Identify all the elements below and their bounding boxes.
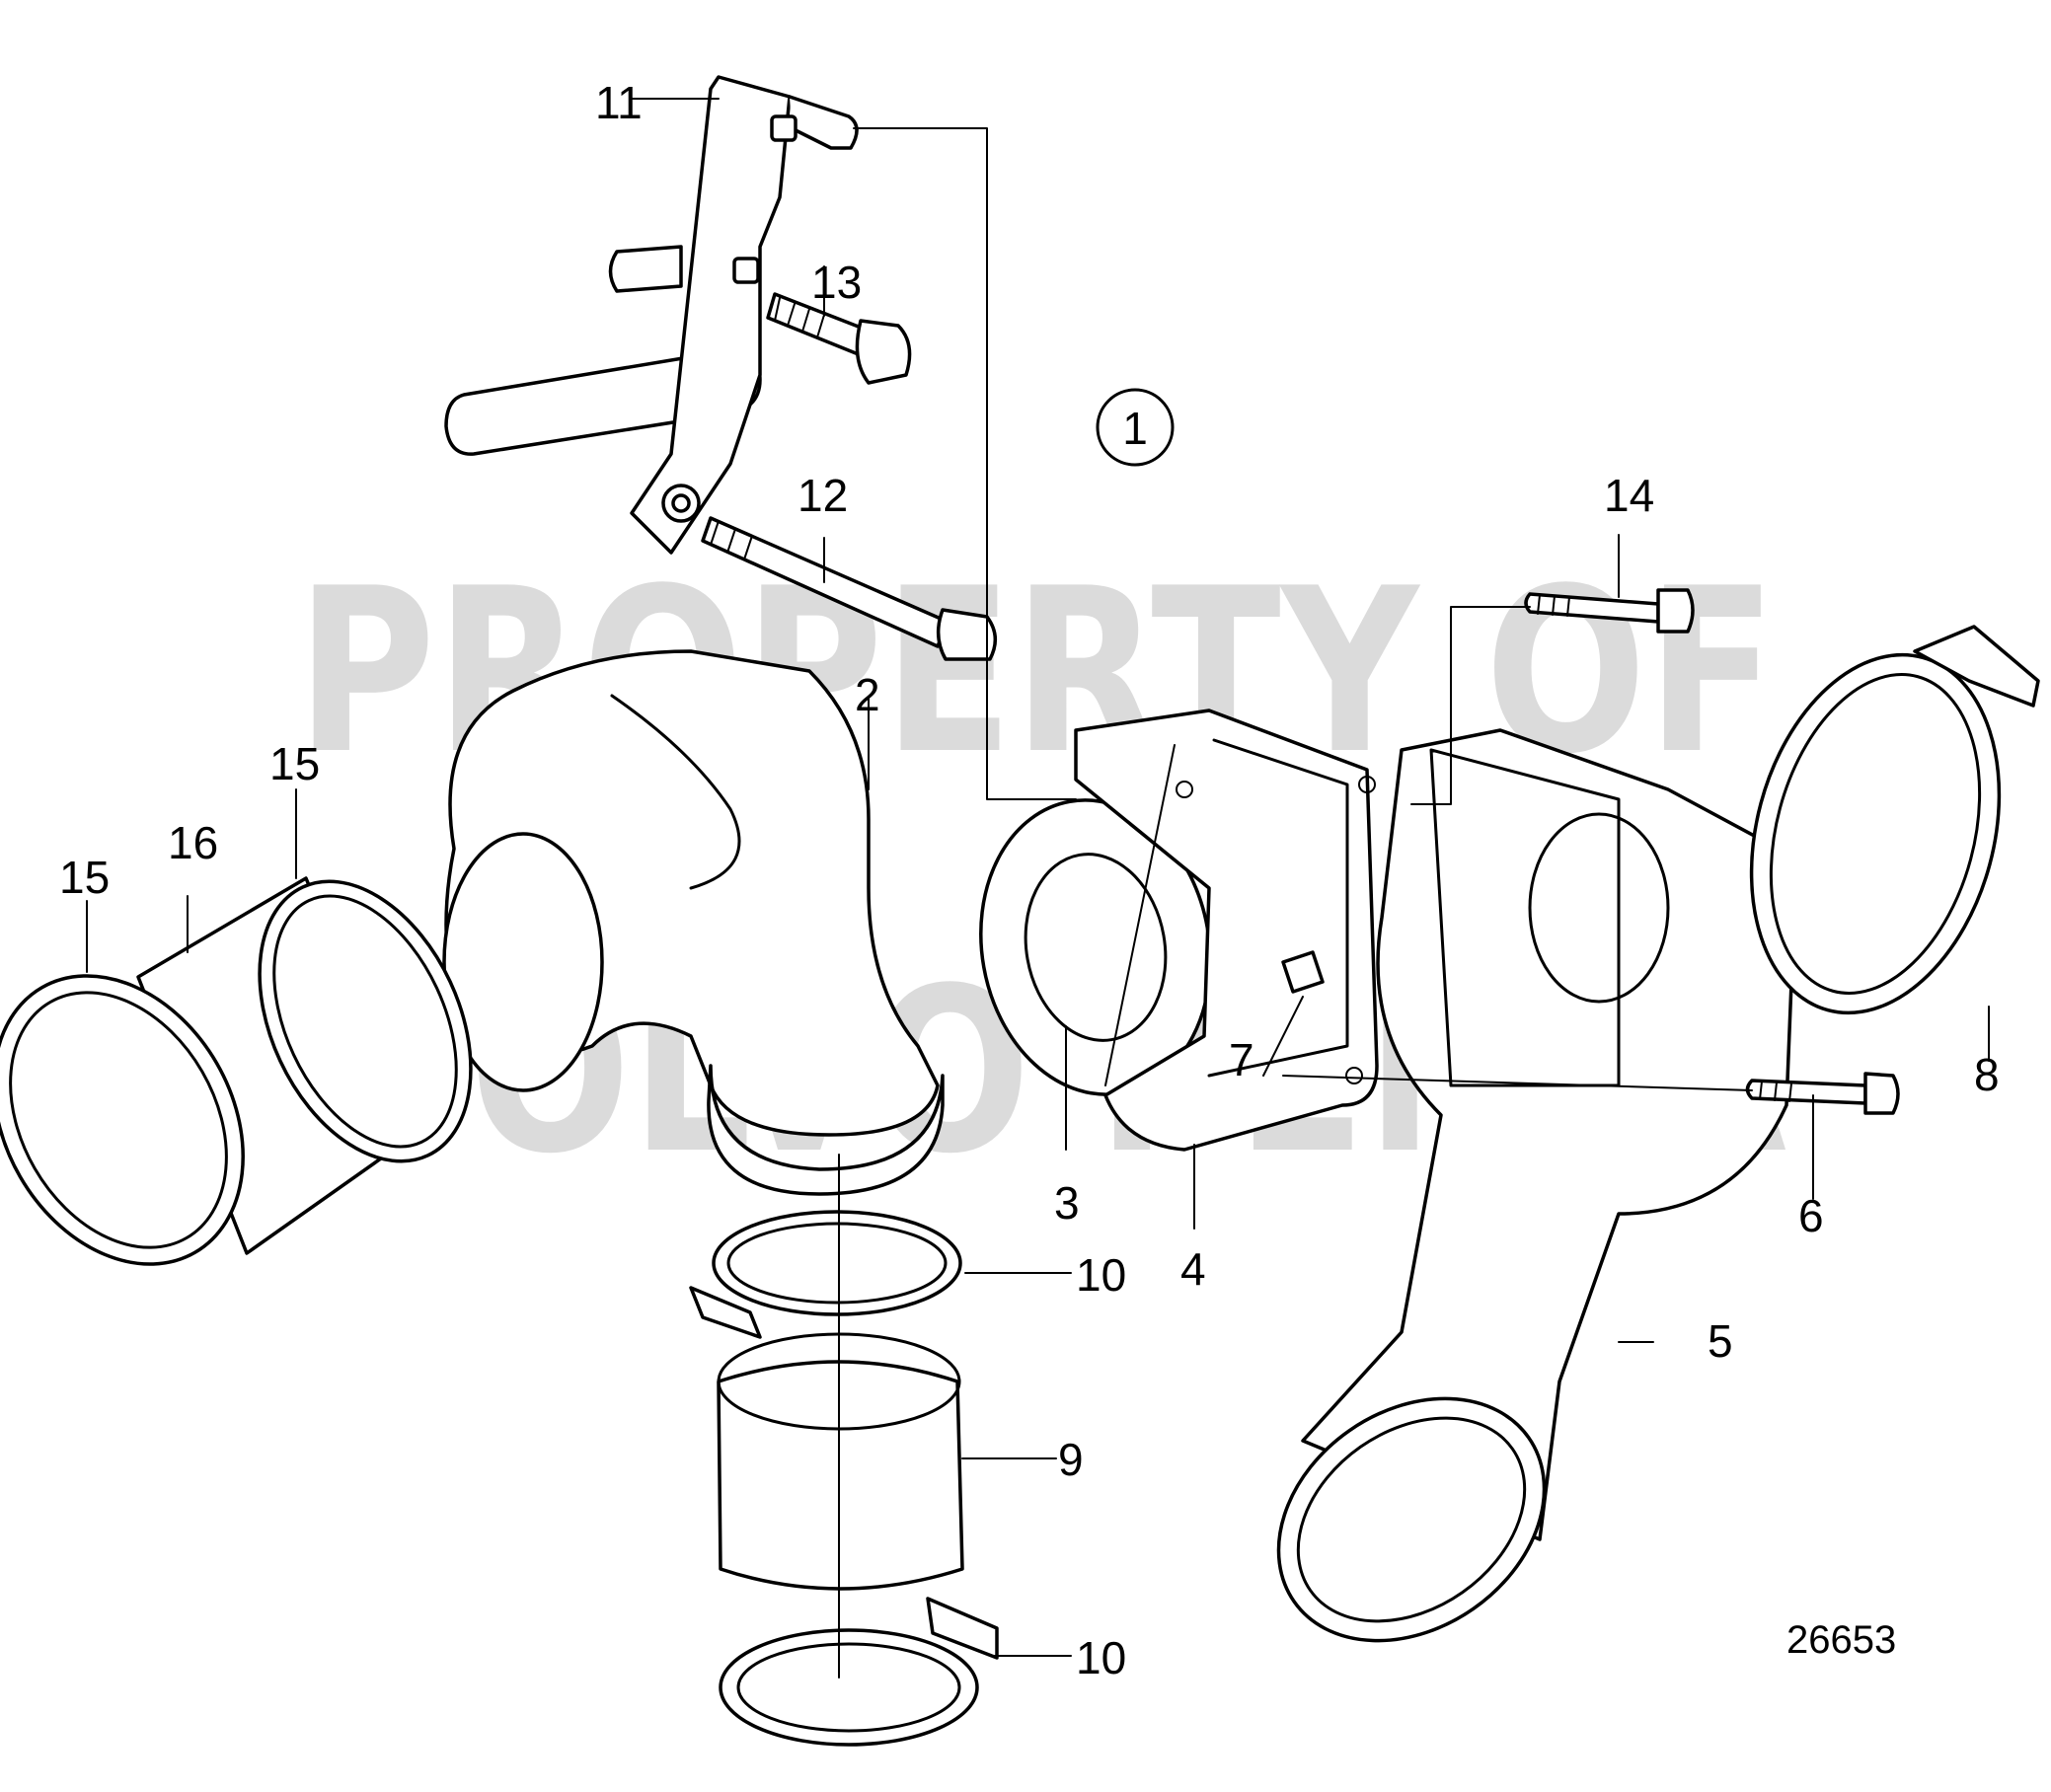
callout-label: 16 <box>168 817 218 868</box>
part-8-vband-clamp <box>1749 625 2040 1015</box>
group-marker: 1 <box>1096 388 1175 467</box>
part-15-clamp-right <box>258 879 473 1163</box>
callout-label: 9 <box>1058 1434 1084 1485</box>
callout-label: 2 <box>855 669 880 720</box>
part-10-clamp-lower <box>719 1597 999 1747</box>
part-14-bolt <box>1524 588 1695 634</box>
callout-label: 13 <box>811 257 862 308</box>
part-9-hose <box>717 1332 964 1591</box>
part-7-plug <box>1281 950 1325 994</box>
part-2-elbow <box>442 649 945 1196</box>
callout-label: 10 <box>1076 1632 1126 1683</box>
part-6-bolt <box>1745 1072 1900 1115</box>
callout-label: 11 <box>595 77 643 128</box>
part-10-clamp-upper <box>689 1210 962 1339</box>
part-5-outlet-pipe <box>1276 728 1798 1643</box>
part-11-bracket <box>444 75 859 555</box>
callout-label: 3 <box>1054 1177 1080 1229</box>
callout-labels: 11 13 12 14 2 15 16 15 3 4 7 5 6 8 10 9 … <box>59 77 2000 1683</box>
callout-label: 7 <box>1229 1034 1254 1085</box>
callout-label: 14 <box>1604 470 1654 521</box>
callout-label: 5 <box>1708 1315 1733 1367</box>
group-marker-label: 1 <box>1122 403 1148 454</box>
callout-label: 10 <box>1076 1249 1126 1301</box>
callout-label: 15 <box>59 852 110 903</box>
callout-label: 8 <box>1974 1049 2000 1100</box>
leader-lines <box>86 98 1990 1679</box>
part-4-gasket <box>1074 709 1379 1152</box>
callout-label: 15 <box>269 738 320 789</box>
part-13-bolt <box>766 292 912 385</box>
part-15-clamp-left <box>0 974 245 1266</box>
callout-label: 6 <box>1798 1190 1824 1241</box>
callout-label: 12 <box>798 470 848 521</box>
diagram-reference-number: 26653 <box>1786 1618 1896 1662</box>
callout-label: 4 <box>1180 1243 1206 1295</box>
